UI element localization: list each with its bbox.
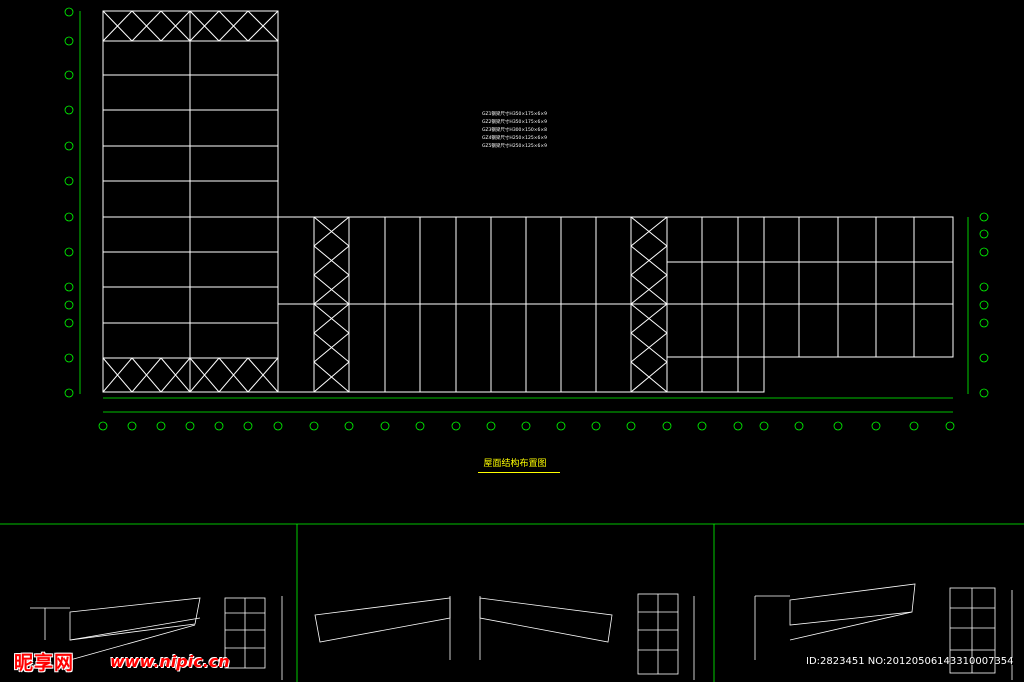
detail-sketch-1 (30, 596, 283, 680)
beam-spec-notes: GZ1钢梁尺寸H350×175×6×9 GZ2钢梁尺寸H350×175×6×9 … (482, 111, 592, 151)
spec-note: GZ4钢梁尺寸H250×125×6×9 (482, 136, 548, 141)
bottom-grid-bubbles (98, 421, 955, 431)
spec-note: GZ5钢梁尺寸H250×125×6×9 (482, 144, 548, 149)
spec-note: GZ1钢梁尺寸H350×175×6×9 (482, 112, 548, 117)
right-wing-frame (666, 216, 954, 358)
spec-note: GZ2钢梁尺寸H350×175×6×9 (482, 120, 548, 125)
right-grid-bubbles (979, 212, 989, 398)
watermark-brand: 昵享网 (14, 652, 75, 674)
watermark-url: www.nipic.cn (110, 652, 230, 671)
detail-sketch-2 (314, 593, 695, 680)
detail-sketch-3 (754, 583, 1013, 680)
left-grid-bubbles (64, 7, 74, 398)
spec-note: GZ3钢梁尺寸H300×150×6×8 (482, 128, 548, 133)
plan-title-underline (478, 472, 560, 473)
grid-axes (0, 11, 1024, 682)
image-id: ID:2823451 NO:20120506143310007354 (806, 656, 1014, 667)
left-wing-frame (102, 10, 279, 393)
plan-title: 屋面结构布置图 (483, 459, 547, 469)
main-wing-frame (277, 216, 765, 393)
